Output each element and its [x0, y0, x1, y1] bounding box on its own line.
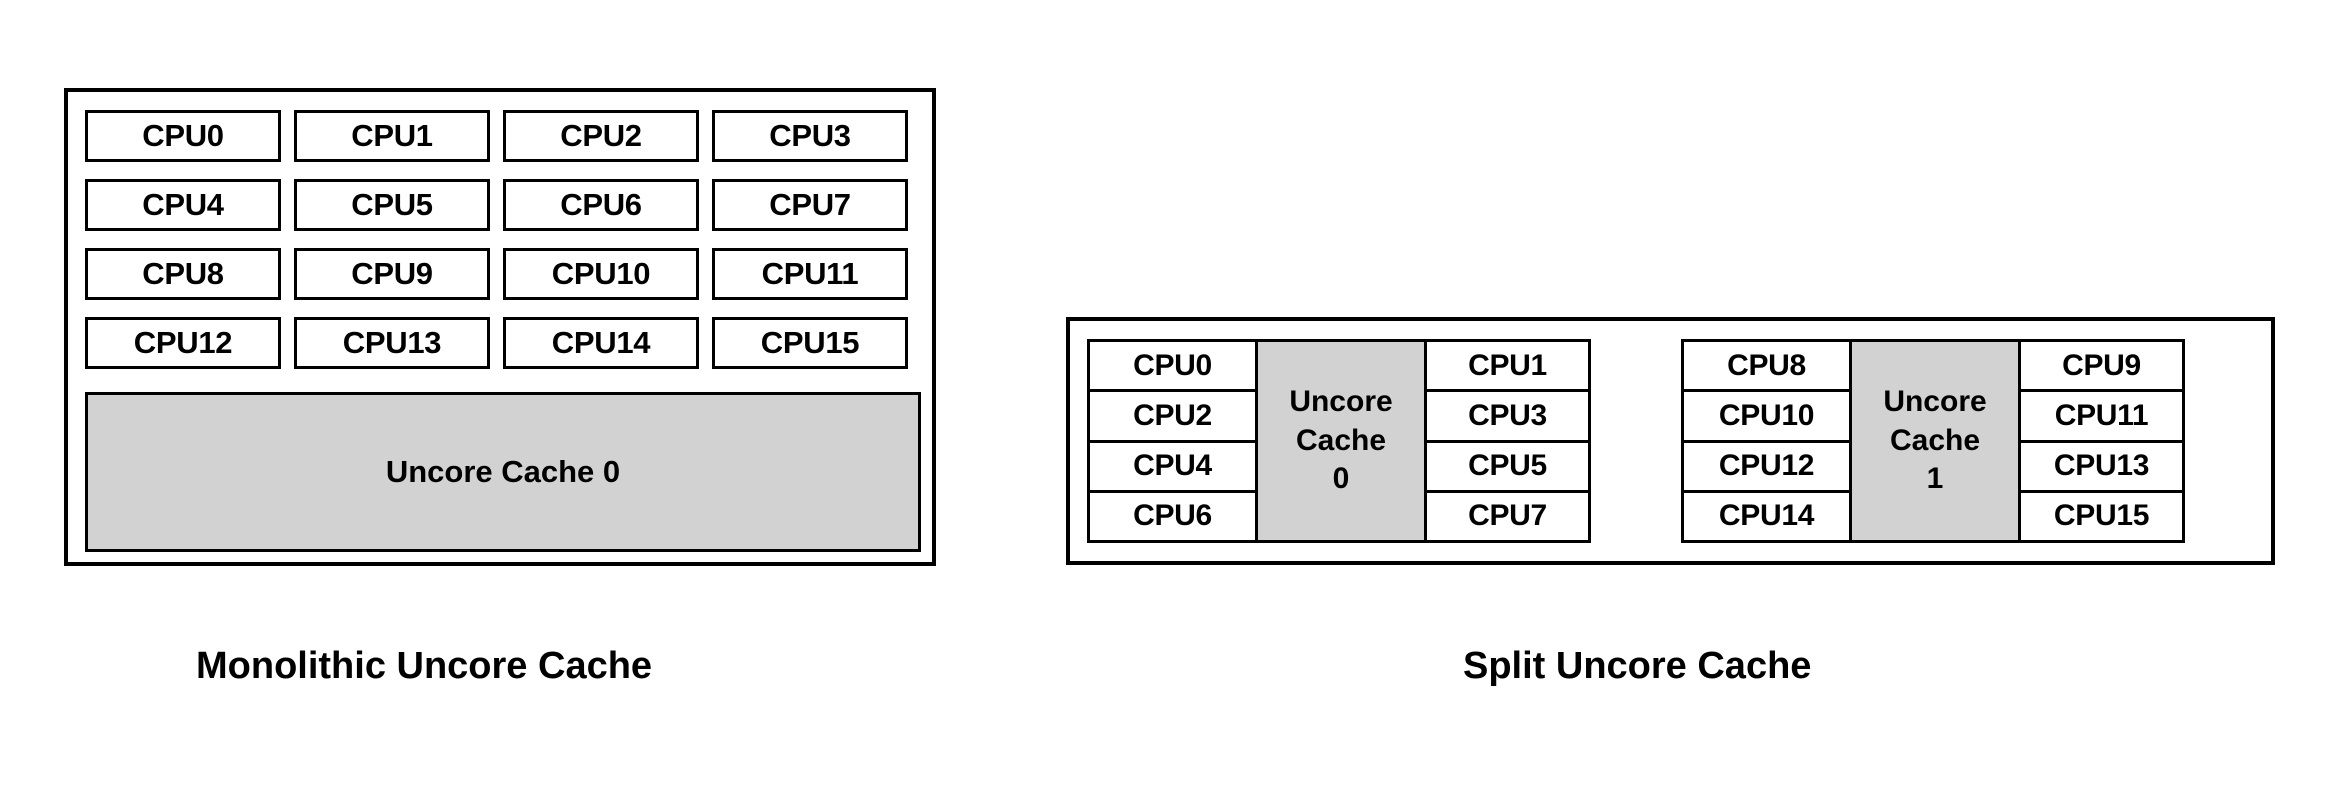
cpu-column-right: CPU9 CPU11 CPU13 CPU15	[2021, 342, 2182, 540]
split-uncore-diagram: CPU0 CPU2 CPU4 CPU6 Uncore Cache 0 CPU1 …	[1066, 317, 2275, 565]
cpu-row: CPU8 CPU9 CPU10 CPU11	[85, 248, 921, 300]
cpu-cell[interactable]: CPU9	[2021, 342, 2182, 393]
split-cluster: CPU8 CPU10 CPU12 CPU14 Uncore Cache 1 CP…	[1681, 339, 2185, 543]
cpu-cell[interactable]: CPU6	[1090, 492, 1255, 540]
cpu-cell[interactable]: CPU7	[712, 179, 908, 231]
cpu-cell[interactable]: CPU6	[503, 179, 699, 231]
cpu-cell[interactable]: CPU15	[2021, 492, 2182, 540]
cpu-cell[interactable]: CPU4	[85, 179, 281, 231]
cpu-cell[interactable]: CPU14	[1684, 492, 1849, 540]
monolithic-cpu-grid: CPU0 CPU1 CPU2 CPU3 CPU4 CPU5 CPU6 CPU7 …	[85, 110, 921, 369]
cpu-cell[interactable]: CPU2	[503, 110, 699, 162]
cpu-cell[interactable]: CPU4	[1090, 442, 1255, 493]
cpu-cell[interactable]: CPU0	[85, 110, 281, 162]
cpu-column-left: CPU0 CPU2 CPU4 CPU6	[1090, 342, 1255, 540]
cpu-cell[interactable]: CPU10	[503, 248, 699, 300]
uncore-cache-line-1: Uncore	[1883, 385, 1987, 419]
cpu-row: CPU0 CPU1 CPU2 CPU3	[85, 110, 921, 162]
cpu-cell[interactable]: CPU10	[1684, 392, 1849, 443]
caption-split: Split Uncore Cache	[1463, 645, 1812, 687]
cpu-cell[interactable]: CPU5	[1427, 442, 1588, 493]
split-cluster-group: CPU0 CPU2 CPU4 CPU6 Uncore Cache 0 CPU1 …	[1087, 339, 2185, 543]
cpu-cell[interactable]: CPU0	[1090, 342, 1255, 393]
uncore-cache-line-2: Cache	[1295, 423, 1387, 457]
cpu-cell[interactable]: CPU1	[1427, 342, 1588, 393]
cpu-cell[interactable]: CPU15	[712, 317, 908, 369]
cpu-cell[interactable]: CPU5	[294, 179, 490, 231]
cpu-cell[interactable]: CPU12	[85, 317, 281, 369]
cpu-cell[interactable]: CPU3	[1427, 392, 1588, 443]
cpu-cell[interactable]: CPU11	[712, 248, 908, 300]
cpu-cell[interactable]: CPU13	[294, 317, 490, 369]
cpu-cell[interactable]: CPU12	[1684, 442, 1849, 493]
cpu-column-right: CPU1 CPU3 CPU5 CPU7	[1427, 342, 1588, 540]
uncore-cache-line-3: 1	[1926, 462, 1944, 496]
cpu-row: CPU4 CPU5 CPU6 CPU7	[85, 179, 921, 231]
cpu-cell[interactable]: CPU2	[1090, 392, 1255, 443]
uncore-cache-line-2: Cache	[1889, 423, 1981, 457]
uncore-cache-line-1: Uncore	[1289, 385, 1393, 419]
uncore-cache-block[interactable]: Uncore Cache 0	[85, 392, 921, 552]
split-cluster: CPU0 CPU2 CPU4 CPU6 Uncore Cache 0 CPU1 …	[1087, 339, 1591, 543]
cpu-cell[interactable]: CPU13	[2021, 442, 2182, 493]
monolithic-uncore-diagram: CPU0 CPU1 CPU2 CPU3 CPU4 CPU5 CPU6 CPU7 …	[64, 88, 936, 566]
cpu-cell[interactable]: CPU8	[1684, 342, 1849, 393]
cpu-cell[interactable]: CPU7	[1427, 492, 1588, 540]
cpu-column-left: CPU8 CPU10 CPU12 CPU14	[1684, 342, 1849, 540]
cpu-cell[interactable]: CPU1	[294, 110, 490, 162]
cpu-cell[interactable]: CPU14	[503, 317, 699, 369]
caption-monolithic: Monolithic Uncore Cache	[196, 645, 653, 687]
uncore-cache-line-3: 0	[1332, 462, 1350, 496]
uncore-cache-block[interactable]: Uncore Cache 0	[1255, 342, 1427, 540]
cpu-row: CPU12 CPU13 CPU14 CPU15	[85, 317, 921, 369]
cpu-cell[interactable]: CPU3	[712, 110, 908, 162]
uncore-cache-block[interactable]: Uncore Cache 1	[1849, 342, 2021, 540]
cpu-cell[interactable]: CPU11	[2021, 392, 2182, 443]
cpu-cell[interactable]: CPU9	[294, 248, 490, 300]
cpu-cell[interactable]: CPU8	[85, 248, 281, 300]
